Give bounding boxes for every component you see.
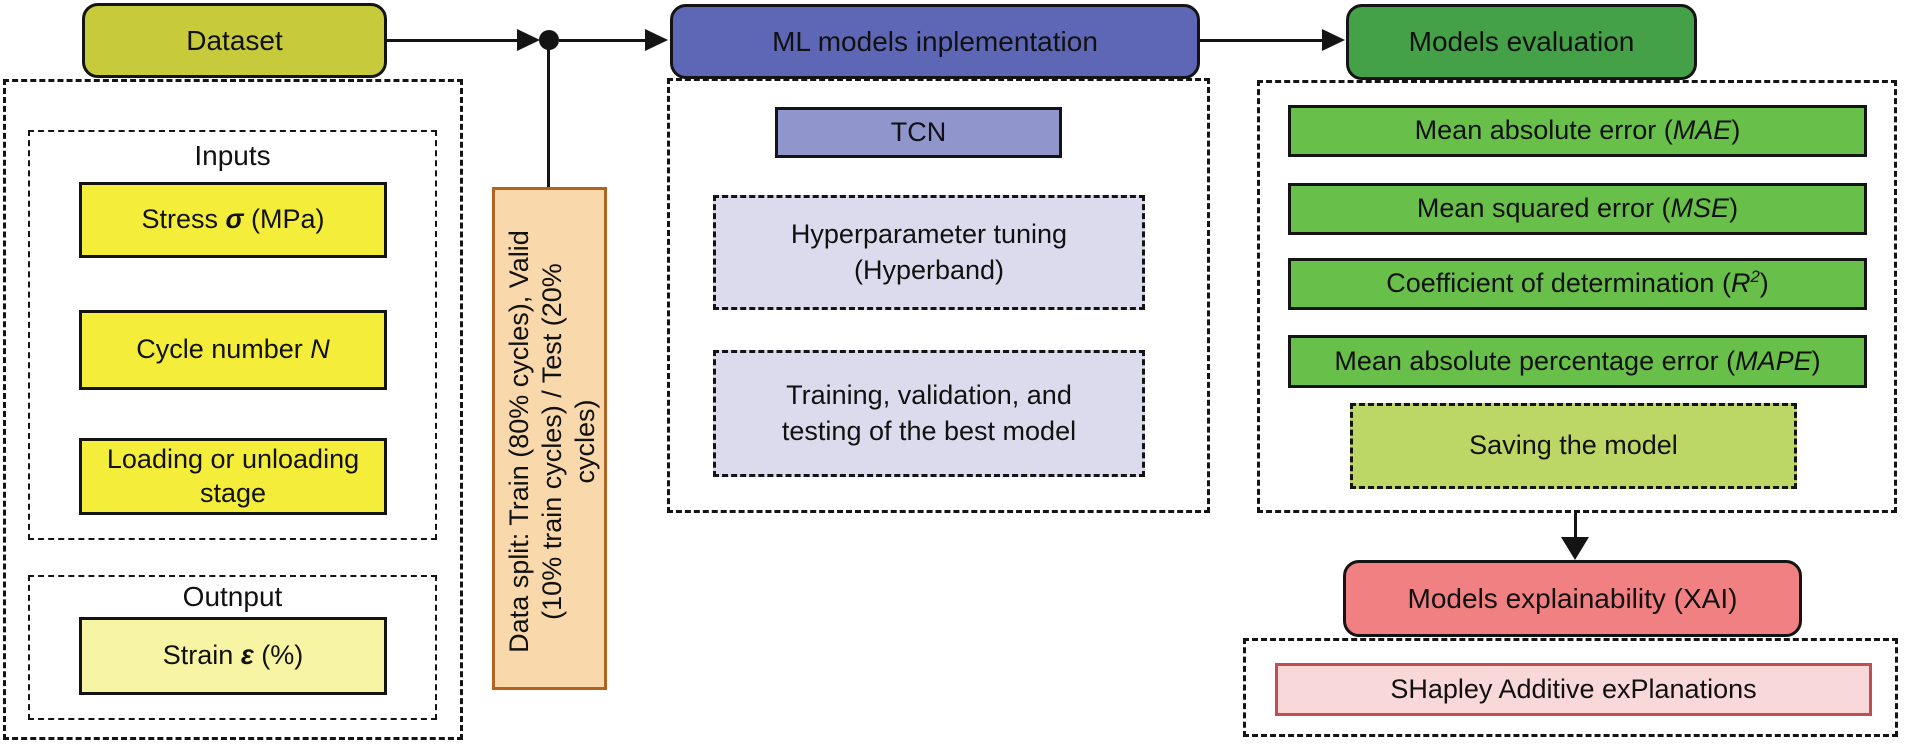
loading-input-box: Loading or unloading stage <box>79 438 387 515</box>
metric-r2-box: Coefficient of determination (R2) <box>1288 258 1867 310</box>
metric-mse-box: Mean squared error (MSE) <box>1288 183 1867 235</box>
strain-output-box: Strain ε (%) <box>79 617 387 695</box>
connector-junction-to-datasplit <box>547 40 550 187</box>
arrowhead-into-junction <box>517 29 540 51</box>
dataset-title: Dataset <box>186 24 283 56</box>
arrowhead-into-xai-box <box>1561 537 1589 560</box>
metric-mae-box: Mean absolute error (MAE) <box>1288 105 1867 157</box>
evaluation-title-box: Models evaluation <box>1346 4 1697 80</box>
ml-title-box: ML models inplementation <box>670 4 1200 79</box>
inputs-group-box <box>28 130 437 540</box>
metric-r2-label: Coefficient of determination (R2) <box>1386 267 1769 299</box>
strain-label: Strain ε (%) <box>162 640 304 671</box>
tcn-box: TCN <box>775 107 1062 158</box>
training-validation-box: Training, validation, and testing of the… <box>713 350 1145 477</box>
metric-mape-label: Mean absolute percentage error (MAPE) <box>1334 345 1821 376</box>
ml-title: ML models inplementation <box>772 25 1098 57</box>
xai-title-box: Models explainability (XAI) <box>1343 560 1802 637</box>
arrow-line-ml-to-evaluation <box>1200 39 1324 42</box>
shapley-label: SHapley Additive exPlanations <box>1390 673 1757 704</box>
evaluation-group-container <box>1257 80 1897 513</box>
stress-label: Stress σ (MPa) <box>141 204 325 235</box>
evaluation-title: Models evaluation <box>1408 26 1635 57</box>
hyperparameter-tuning-box: Hyperparameter tuning (Hyperband) <box>713 195 1145 310</box>
output-label: Outnput <box>182 581 283 612</box>
stress-input-box: Stress σ (MPa) <box>79 182 387 258</box>
dataset-group-container <box>3 79 463 740</box>
metric-mse-label: Mean squared error (MSE) <box>1416 193 1739 224</box>
arrowhead-into-evaluation-box <box>1322 29 1345 51</box>
xai-title: Models explainability (XAI) <box>1407 582 1738 614</box>
data-split-text: Data split: Train (80% cycles), Valid (1… <box>504 230 600 653</box>
xai-group-container <box>1243 638 1898 737</box>
loading-label: Loading or unloading stage <box>106 443 360 508</box>
arrowhead-into-ml-box <box>645 29 668 51</box>
metric-mae-label: Mean absolute error (MAE) <box>1414 115 1741 146</box>
training-label: Training, validation, and testing of the… <box>781 380 1077 446</box>
cycle-label: Cycle number N <box>136 334 330 365</box>
arrow-line-evaluation-to-xai <box>1574 513 1577 540</box>
data-split-box: Data split: Train (80% cycles), Valid (1… <box>492 187 607 690</box>
inputs-label: Inputs <box>194 140 271 171</box>
tcn-label: TCN <box>890 116 947 147</box>
shapley-box: SHapley Additive exPlanations <box>1275 663 1872 716</box>
saving-model-label: Saving the model <box>1469 430 1678 461</box>
ml-group-container <box>667 78 1210 513</box>
hyperparameter-label: Hyperparameter tuning (Hyperband) <box>790 219 1068 285</box>
saving-model-box: Saving the model <box>1350 403 1797 489</box>
arrow-line-dataset-to-junction <box>387 39 523 42</box>
output-group-box <box>28 575 437 720</box>
metric-mape-box: Mean absolute percentage error (MAPE) <box>1288 335 1867 388</box>
dataset-title-box: Dataset <box>82 3 387 78</box>
cycle-input-box: Cycle number N <box>79 310 387 390</box>
arrow-line-junction-to-ml <box>559 39 645 42</box>
